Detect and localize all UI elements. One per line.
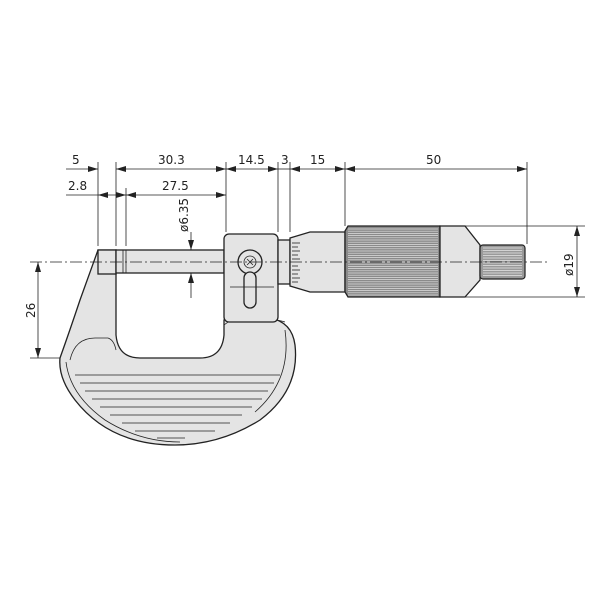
thimble [344, 225, 441, 298]
dim-label: 26 [24, 303, 38, 318]
dim-label: 2.8 [68, 179, 87, 193]
dim-label: 50 [426, 153, 441, 167]
dim-label: ø6.35 [177, 198, 191, 232]
frame-grip-lines [75, 374, 280, 439]
dim-label: 5 [72, 153, 80, 167]
spindle [115, 249, 225, 274]
dim-label: 27.5 [162, 179, 189, 193]
ratchet [439, 225, 526, 298]
frame-depth-dimension: 26 [24, 262, 41, 358]
dim-label: 15 [310, 153, 325, 167]
clamp-lever [243, 271, 257, 309]
dimension-row-top: 5 30.3 14.5 3 15 50 [66, 153, 527, 172]
lock-housing [223, 233, 279, 323]
dim-label: ø19 [562, 253, 576, 276]
ratchet-knurl [483, 247, 522, 276]
thimble-diameter-dimension: ø19 [562, 226, 580, 297]
dimension-row-second: 2.8 27.5 [66, 179, 226, 198]
thimble-knurl [348, 228, 438, 296]
sleeve-graduations [292, 242, 300, 283]
dim-label: 14.5 [238, 153, 265, 167]
spindle-diameter-dimension: ø6.35 [177, 198, 194, 298]
dim-label: 3 [281, 153, 289, 167]
dim-label: 30.3 [158, 153, 185, 167]
